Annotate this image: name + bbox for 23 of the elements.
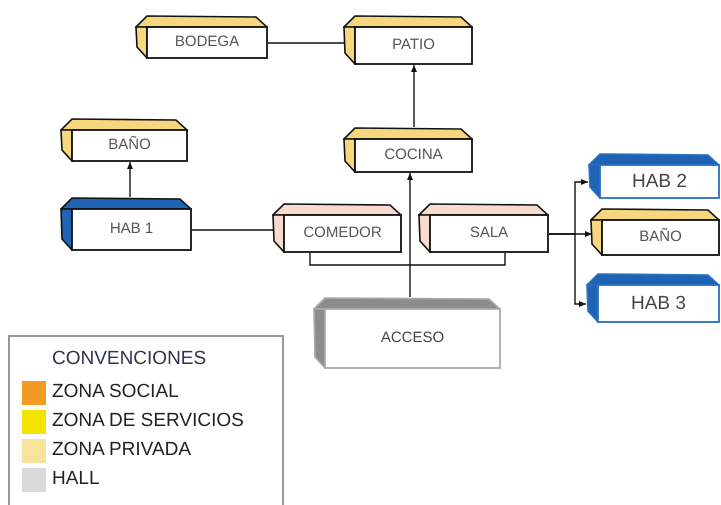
room-name: BAÑO <box>639 228 682 247</box>
room-name: COCINA <box>384 146 443 165</box>
room-name: ACCESO <box>380 329 444 348</box>
arrow <box>549 233 586 307</box>
connector-line <box>309 253 506 266</box>
arrow <box>411 65 417 127</box>
legend-text: ZONA SOCIAL <box>52 380 179 404</box>
room-name: HAB 3 <box>631 292 686 316</box>
room-name: BODEGA <box>174 33 240 52</box>
legend-text: ZONA DE SERVICIOS <box>52 409 244 434</box>
legend-title: CONVENCIONES <box>52 347 206 371</box>
legend-text: ZONA PRIVADA <box>52 438 192 462</box>
connector-line <box>268 42 345 44</box>
room-name: HAB 2 <box>632 170 687 194</box>
room-name: PATIO <box>392 36 435 55</box>
room-name: COMEDOR <box>303 224 382 243</box>
arrow <box>407 173 413 297</box>
room-name: SALA <box>470 224 508 243</box>
room-name: HAB 1 <box>110 220 154 239</box>
legend-text: HALL <box>52 467 100 492</box>
arrow <box>127 162 133 197</box>
room-name: BAÑO <box>108 136 151 155</box>
connector-line <box>192 229 274 231</box>
